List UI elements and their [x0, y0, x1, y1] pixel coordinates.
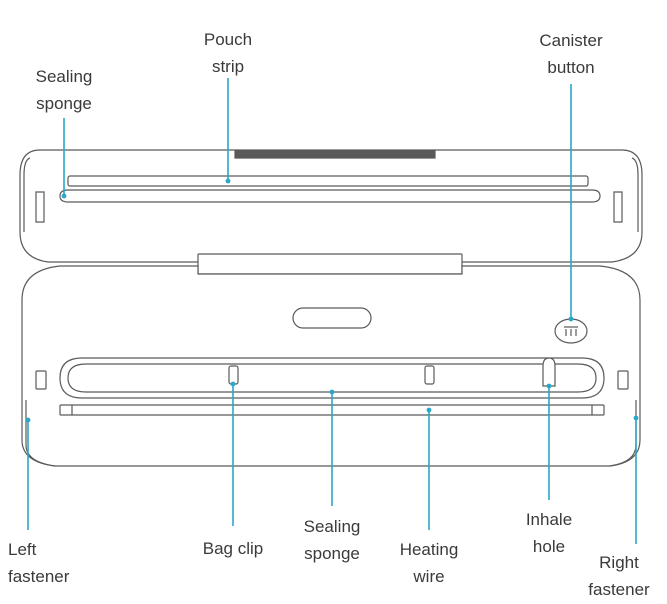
- label-left-fastener: Left fastener: [8, 536, 92, 590]
- label-sealing-sponge-top: Sealing sponge: [24, 63, 104, 117]
- label-line: Canister: [539, 31, 603, 50]
- label-line: sponge: [304, 544, 360, 563]
- label-canister-button: Canister button: [526, 27, 616, 81]
- label-line: fastener: [8, 567, 70, 586]
- lid: [19, 149, 643, 263]
- label-line: Bag clip: [202, 539, 264, 558]
- label-line: Sealing: [35, 67, 93, 86]
- label-pouch-strip: Pouch strip: [188, 26, 268, 80]
- label-heating-wire: Heating wire: [389, 536, 469, 590]
- label-line: hole: [532, 537, 566, 556]
- bag-clip-left[interactable]: [228, 365, 239, 385]
- label-inhale-hole: Inhale hole: [509, 506, 589, 560]
- label-line: Heating: [399, 540, 459, 559]
- label-line: fastener: [588, 580, 650, 599]
- label-bag-clip: Bag clip: [188, 535, 278, 562]
- label-sealing-sponge-bottom: Sealing sponge: [292, 513, 372, 567]
- label-line: Inhale: [525, 510, 573, 529]
- label-line: Sealing: [303, 517, 361, 536]
- leader-lines: [25, 78, 639, 544]
- label-line: wire: [413, 567, 445, 586]
- label-line: sponge: [36, 94, 92, 113]
- bag-clip-right[interactable]: [424, 365, 435, 385]
- inhale-hole: [542, 357, 556, 387]
- label-line: Right: [599, 553, 639, 572]
- label-line: button: [547, 58, 595, 77]
- label-line: strip: [211, 57, 245, 76]
- canister-button[interactable]: [554, 318, 588, 344]
- label-line: Left: [8, 540, 37, 559]
- label-line: Pouch: [203, 30, 253, 49]
- canister-icon: [564, 326, 578, 336]
- hinge: [197, 253, 463, 275]
- label-right-fastener: Right fastener: [574, 549, 664, 603]
- base: [21, 265, 641, 467]
